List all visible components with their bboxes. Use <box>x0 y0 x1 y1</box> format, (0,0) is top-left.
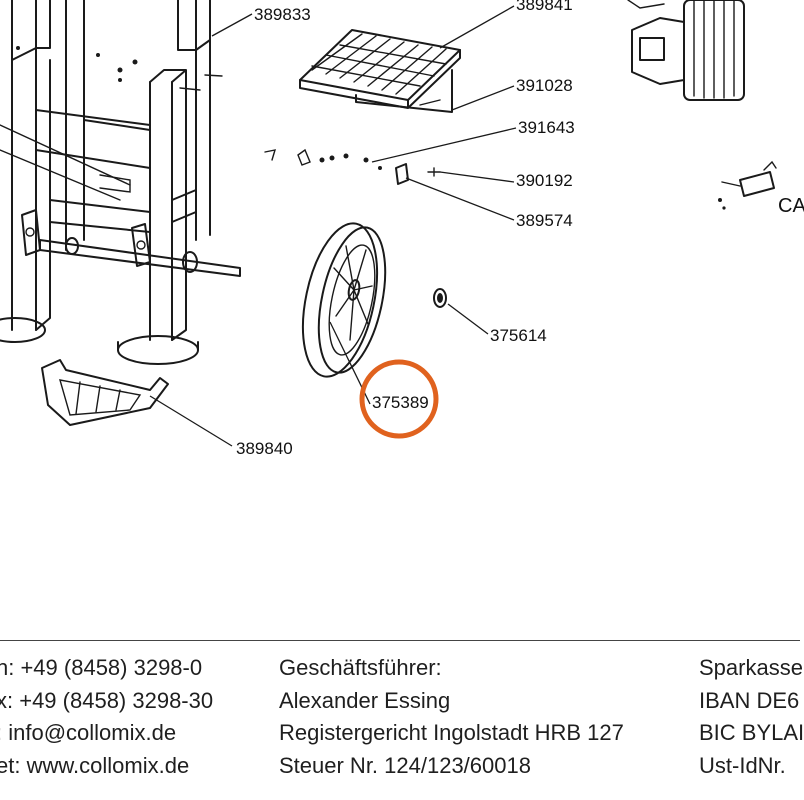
footer-phone: n: +49 (8458) 3298-0 <box>0 655 203 680</box>
part-label-375389: 375389 <box>372 393 429 412</box>
footer-tax-number: Steuer Nr. 124/123/60018 <box>279 752 531 778</box>
tray-part <box>41 359 169 426</box>
grate-part <box>299 29 461 113</box>
footer-vat-id: Ust-IdNr. <box>699 752 786 778</box>
motor-part <box>627 0 745 101</box>
footer-fax: x: +49 (8458) 3298-30 <box>0 687 214 713</box>
cropped-label: CA <box>778 195 804 217</box>
hardware-row <box>264 148 441 185</box>
footer-website[interactable]: et: www.collomix.de <box>0 752 190 778</box>
stand-frame <box>0 0 241 365</box>
footer-iban: IBAN DE6 <box>699 687 800 713</box>
part-label-389840: 389840 <box>236 439 293 458</box>
part-label-389574: 389574 <box>516 211 573 230</box>
leader-lines <box>149 5 517 447</box>
footer-email[interactable]: : info@collomix.de <box>0 720 177 745</box>
footer-managing-director-name: Alexander Essing <box>279 687 451 713</box>
oil-can-icon <box>718 160 777 210</box>
footer-divider <box>0 640 800 641</box>
footer-bank-name: Sparkasse <box>699 655 803 680</box>
footer-bic: BIC BYLAI <box>699 720 804 745</box>
part-label-391643: 391643 <box>518 118 575 137</box>
part-label-389833: 389833 <box>254 5 311 24</box>
part-label-391028: 391028 <box>516 76 573 95</box>
highlight-circle <box>359 359 439 439</box>
footer-register-court: Registergericht Ingolstadt HRB 127 <box>279 720 624 745</box>
wheel-part <box>301 222 387 378</box>
exploded-parts-diagram: 389833 389841 391028 391643 390192 38957… <box>0 0 804 458</box>
part-label-390192: 390192 <box>516 171 573 190</box>
cap-part <box>433 288 447 308</box>
footer-bank-column: Sparkasse IBAN DE6 BIC BYLAI Ust-IdNr. <box>699 652 804 782</box>
footer-management-column: Geschäftsführer: Alexander Essing Regist… <box>279 652 624 782</box>
footer-managing-director-label: Geschäftsführer: <box>279 655 442 680</box>
footer-contact-column: n: +49 (8458) 3298-0 x: +49 (8458) 3298-… <box>0 652 213 782</box>
part-label-375614: 375614 <box>490 326 547 345</box>
part-label-389841: 389841 <box>516 0 573 14</box>
